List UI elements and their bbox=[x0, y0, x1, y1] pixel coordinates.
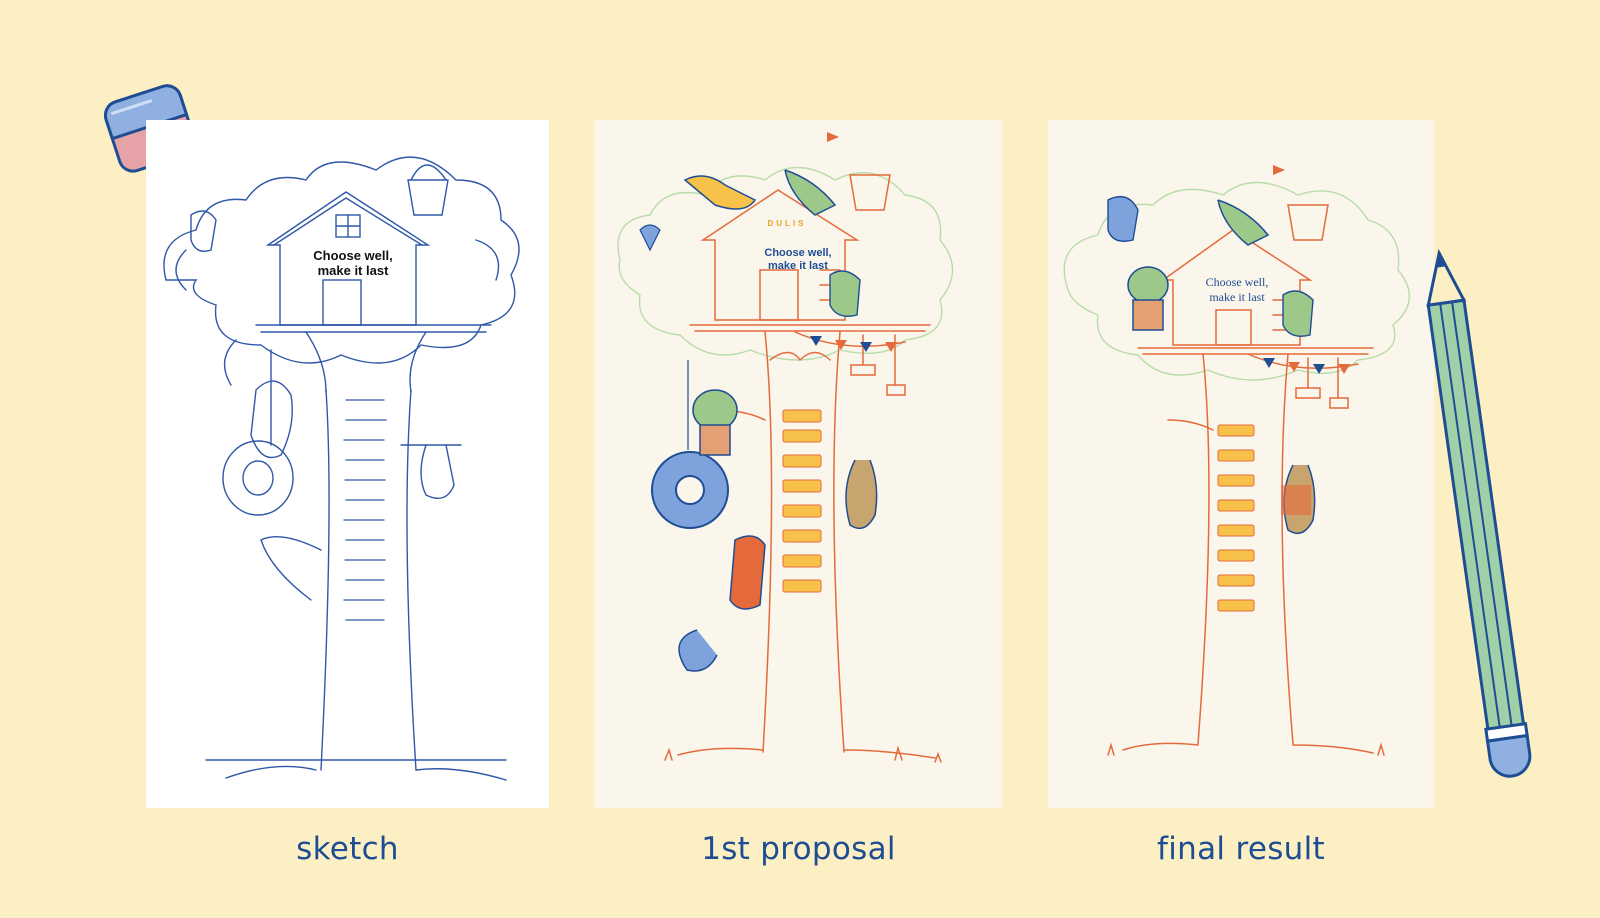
proposal-tagline: Choose well, make it last bbox=[743, 247, 853, 273]
sketch-tagline-line1: Choose well, bbox=[313, 248, 393, 263]
final-tagline-line2: make it last bbox=[1209, 290, 1265, 304]
final-tagline-line1: Choose well, bbox=[1205, 275, 1269, 289]
proposal-tagline-line2: make it last bbox=[768, 260, 828, 272]
final-panel: Choose well, make it last bbox=[1048, 120, 1434, 808]
proposal-tagline-line1: Choose well, bbox=[764, 247, 832, 259]
sketch-illustration bbox=[163, 156, 520, 781]
proposal-panel: DULIS Choose well, make it last bbox=[595, 120, 1002, 808]
proposal-illustration bbox=[617, 132, 954, 763]
pencil-icon bbox=[1426, 248, 1532, 778]
sketch-tagline-line2: make it last bbox=[317, 263, 389, 278]
caption-sketch: sketch bbox=[296, 831, 399, 867]
sketch-panel: Choose well, make it last bbox=[146, 120, 549, 808]
brand-logo: DULIS bbox=[767, 219, 807, 228]
caption-proposal: 1st proposal bbox=[701, 831, 896, 867]
caption-final: final result bbox=[1157, 831, 1325, 867]
final-tagline: Choose well, make it last bbox=[1182, 275, 1292, 305]
sketch-tagline: Choose well, make it last bbox=[293, 248, 413, 278]
final-illustration bbox=[1063, 165, 1411, 756]
